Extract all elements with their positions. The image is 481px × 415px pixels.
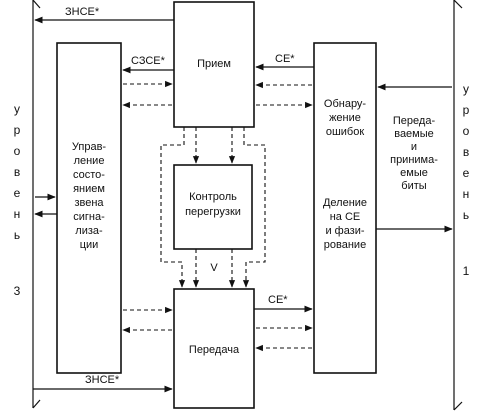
level1-letter: е bbox=[463, 166, 470, 180]
level1-column bbox=[453, 0, 463, 411]
control-block-label: Управ-ление состо-янием звена сигна-лиза-ци… bbox=[72, 141, 107, 251]
szse-label: СЗСЕ* bbox=[131, 55, 166, 67]
control-block bbox=[56, 42, 122, 374]
level3-letter: у bbox=[14, 102, 20, 116]
bits-line: и bbox=[411, 141, 417, 153]
level1-letter: р bbox=[463, 103, 470, 117]
control-line: состо- bbox=[73, 169, 105, 181]
error-split-block bbox=[313, 42, 377, 374]
transmit-block bbox=[173, 288, 255, 409]
bits-line: емые bbox=[400, 167, 428, 179]
level3-letter: н bbox=[14, 207, 21, 221]
dashed-receive-error bbox=[255, 81, 313, 109]
control-line: ление bbox=[74, 155, 105, 167]
overload-line: Контроль bbox=[189, 191, 237, 203]
bits-line: принима- bbox=[390, 154, 438, 166]
dashed-receive-overload bbox=[160, 127, 266, 288]
zns-bottom-label: ЗНСЕ* bbox=[85, 374, 120, 386]
level3-number: 3 bbox=[14, 284, 21, 298]
overload-line: перегрузки bbox=[185, 206, 241, 218]
control-line: Управ- bbox=[72, 141, 107, 153]
level1-letter: н bbox=[463, 187, 470, 201]
se-rx-label: СЕ* bbox=[275, 53, 295, 65]
control-line: ции bbox=[80, 239, 99, 251]
level1-letter: в bbox=[463, 145, 469, 159]
v-label: V bbox=[210, 262, 218, 274]
bits-line: биты bbox=[401, 180, 426, 192]
bits-line: ваемые bbox=[394, 128, 434, 140]
split-line: Деление bbox=[323, 197, 367, 209]
level1-letter: о bbox=[463, 124, 470, 138]
split-line: и фази- bbox=[325, 225, 364, 237]
overload-block bbox=[173, 164, 253, 250]
level3-letter: о bbox=[14, 144, 21, 158]
error-line: жение bbox=[329, 112, 361, 124]
receive-label: Прием bbox=[197, 58, 231, 70]
level3-letter: р bbox=[14, 123, 21, 137]
level3-letter: в bbox=[14, 165, 20, 179]
level3-letter: е bbox=[14, 186, 21, 200]
dashed-control-receive bbox=[122, 80, 173, 109]
receive-block bbox=[173, 1, 255, 128]
dashed-control-transmit bbox=[122, 306, 173, 334]
control-line: звена bbox=[74, 197, 104, 209]
level1-number: 1 bbox=[463, 264, 470, 278]
level1-letter: ь bbox=[463, 208, 469, 222]
dashed-transmit-error bbox=[255, 324, 313, 352]
split-phasing-label: Деление на СЕ и фази-рование bbox=[323, 197, 367, 251]
control-line: сигна- bbox=[73, 211, 105, 223]
error-detection-label: Обнару-жение ошибок bbox=[324, 98, 367, 138]
bits-line: Переда- bbox=[393, 115, 436, 127]
level1-letter: у bbox=[463, 82, 469, 96]
transmit-label: Передача bbox=[189, 344, 240, 356]
overload-label: Контроль перегрузки bbox=[185, 191, 241, 218]
level3-letter: ь bbox=[14, 228, 20, 242]
control-line: лиза- bbox=[75, 225, 103, 237]
level3-column bbox=[32, 0, 41, 409]
control-line: янием bbox=[73, 183, 105, 195]
zns-top-label: ЗНСЕ* bbox=[65, 6, 100, 18]
error-line: Обнару- bbox=[324, 98, 367, 110]
split-line: на СЕ bbox=[330, 211, 361, 223]
error-line: ошибок bbox=[326, 126, 365, 138]
se-tx-label: СЕ* bbox=[268, 294, 288, 306]
split-line: рование bbox=[324, 239, 366, 251]
